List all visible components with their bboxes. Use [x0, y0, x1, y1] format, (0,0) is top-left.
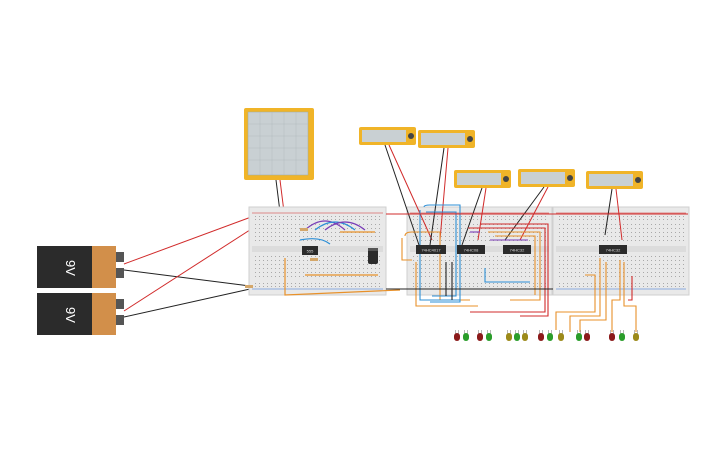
multimeter-5[interactable]: [586, 171, 643, 189]
chip-74hc4017-label: 74HC4017: [421, 248, 441, 253]
led[interactable]: [584, 330, 590, 341]
chip-74hc32-b-label: 74HC32: [606, 248, 621, 253]
chip-555-label: 555: [307, 249, 314, 254]
logic-wires[interactable]: [386, 204, 688, 332]
capacitor[interactable]: [368, 248, 378, 264]
battery-1-label: 9V: [63, 260, 78, 276]
chip-555[interactable]: 555: [302, 246, 318, 255]
multimeter-4[interactable]: [518, 169, 575, 187]
battery-wires[interactable]: [123, 212, 271, 318]
led[interactable]: [486, 330, 492, 341]
led[interactable]: [538, 330, 544, 341]
led[interactable]: [477, 330, 483, 341]
resistors[interactable]: [245, 228, 318, 288]
multimeter-2[interactable]: [418, 130, 475, 148]
battery-1[interactable]: 9V: [37, 246, 124, 288]
battery-2[interactable]: 9V: [37, 293, 124, 335]
led[interactable]: [522, 330, 528, 341]
led[interactable]: [576, 330, 582, 341]
chip-74hc08[interactable]: 74HC08: [457, 245, 485, 254]
led[interactable]: [633, 330, 639, 341]
led[interactable]: [547, 330, 553, 341]
oscilloscope[interactable]: [244, 108, 314, 238]
multimeter-1[interactable]: [359, 127, 416, 145]
chip-74hc4017[interactable]: 74HC4017: [416, 245, 446, 254]
led[interactable]: [558, 330, 564, 341]
chip-74hc08-label: 74HC08: [464, 248, 479, 253]
led[interactable]: [506, 330, 512, 341]
led[interactable]: [619, 330, 625, 341]
led-row[interactable]: [454, 330, 639, 341]
bb1-wires[interactable]: [284, 220, 401, 296]
battery-2-label: 9V: [63, 307, 78, 323]
chip-74hc32-a-label: 74HC32: [510, 248, 525, 253]
chip-74hc32-a[interactable]: 74HC32: [503, 245, 531, 254]
led[interactable]: [514, 330, 520, 341]
multimeter-3[interactable]: [454, 170, 511, 188]
led[interactable]: [609, 330, 615, 341]
led[interactable]: [463, 330, 469, 341]
chip-74hc32-b[interactable]: 74HC32: [599, 245, 627, 254]
led[interactable]: [454, 330, 460, 341]
